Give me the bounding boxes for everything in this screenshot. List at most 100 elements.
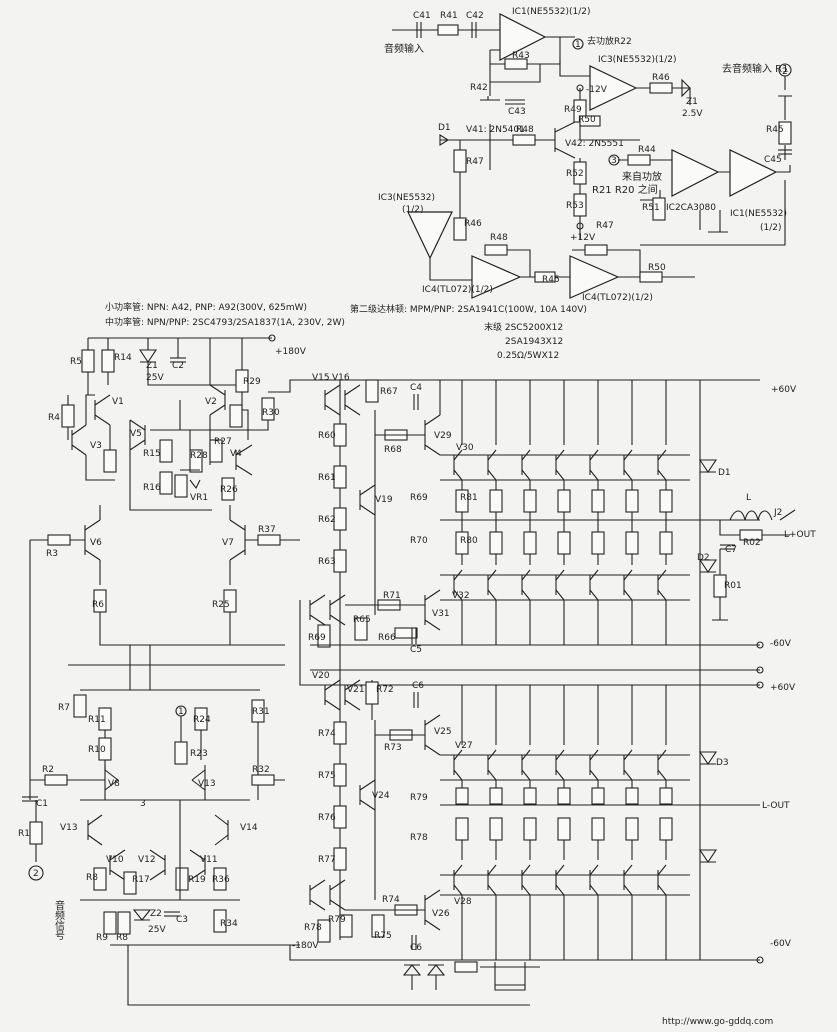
l-minus-out-label: L-OUT [762,801,790,811]
c3-label: C3 [176,915,188,925]
pos12v-label: +12V [570,233,596,243]
node-1-left-label: 1 [178,707,184,717]
c41-label: C41 [413,11,431,21]
output-transistor-lower [623,685,633,790]
c45-label: C45 [764,155,782,165]
output-stage [440,380,690,960]
r46-top-label: R46 [652,73,670,83]
r72-label: R72 [376,685,394,695]
r45-label: R45 [766,125,784,135]
v15-label: V15 [312,373,330,383]
output-transistor-lower-pnp [521,840,531,960]
v25-label: V25 [434,727,452,737]
final-stage-note: 末级 2SC5200X12 [484,321,563,333]
r23-label: R23 [190,749,208,759]
output-transistor-upper [487,380,497,490]
r7-label: R7 [58,703,70,713]
r47-b-label: R47 [596,221,614,231]
from-amp-location-label: R21 R20 之间 [592,183,658,196]
r37-label: R37 [258,525,276,535]
emitter-resistor [625,489,639,513]
ic3b-label: IC3(NE5532) [378,193,435,203]
emitter-resistor [557,787,571,805]
r45-b-label: R45 [542,275,560,285]
v26-label: V26 [432,909,450,919]
r49-label: R49 [564,105,582,115]
v12-label: V12 [138,855,156,865]
r01-label: R01 [724,581,742,591]
d3-label: D3 [716,758,729,768]
c4-label: C4 [410,383,422,393]
v10-label: V10 [106,855,124,865]
v7-label: V7 [222,538,234,548]
v5-label: V5 [130,429,142,439]
node-3-left-label: 3 [140,799,146,809]
r25-label: R25 [212,600,230,610]
output-transistor-lower-pnp [453,840,463,960]
r48-label: R48 [516,125,534,135]
v28-label: V28 [454,897,472,907]
z2-voltage-label: 25V [148,925,166,935]
output-transistor-lower [555,685,565,790]
ic3b-half-label: (1/2) [402,205,424,215]
d2-label: D2 [697,553,710,563]
vr1-label: VR1 [190,493,208,503]
output-transistor-upper [555,380,565,490]
r1-label: R1 [18,829,30,839]
node-2-left-label: 2 [33,869,39,879]
v19-label: V19 [375,495,393,505]
r46-b-label: R46 [464,219,482,229]
output-transistor-upper [623,380,633,490]
emitter-resistor [557,817,571,841]
c43-label: C43 [508,107,526,117]
emitter-resistor [489,489,503,513]
c1-label: C1 [36,799,48,809]
r69-label: R69 [410,493,428,503]
emitter-resistor [523,489,537,513]
audio-signal-label: 音频信号 [53,899,65,941]
r10-label: R10 [88,745,106,755]
v42-label: V42: 2N5551 [565,139,624,149]
r51-label: R51 [642,203,660,213]
emitter-resistor [523,787,537,805]
r32-label: R32 [252,765,270,775]
r26-label: R26 [220,485,238,495]
ic1b-label: IC1(NE5532) [730,209,787,219]
r79b-label: R79 [328,915,346,925]
r43-label: R43 [512,51,530,61]
r4-label: R4 [48,413,60,423]
ic1a-opamp-symbol [499,13,547,61]
to-amp-label: 去功放R22 [587,35,632,47]
node-2-top-label: 2 [782,67,788,77]
r5-label: R5 [70,357,82,367]
neg60-label: -60V [770,639,792,649]
v13-label: V13 [198,779,216,789]
r44-label: R44 [638,145,656,155]
z2-label: Z2 [150,909,162,919]
r28-label: R28 [190,451,208,461]
r70-label: R70 [410,536,428,546]
r71-label: R71 [383,591,401,601]
footer-url: http://www.go-gddq.com [662,1017,773,1027]
neg180-label: -180V [292,941,319,951]
output-transistor-upper [521,380,531,490]
r2-label: R2 [42,765,54,775]
emitter-resistor [489,787,503,805]
v16-label: V16 [332,373,350,383]
r68-label: R68 [384,445,402,455]
from-amp-label: 来自功放 [622,170,662,183]
emitter-resistor [591,531,605,555]
r34-label: R34 [220,919,238,929]
v3-label: V3 [90,441,102,451]
ic2-label: IC2CA3080 [666,203,716,213]
base-bus [440,454,690,896]
final-stage-pnp-note: 2SA1943X12 [505,337,563,347]
input-stage [22,334,530,1006]
r27-label: R27 [214,437,232,447]
r74b-label: R74 [382,895,400,905]
r41-label: R41 [440,11,458,21]
final-stage-resistor-note: 0.25Ω/5WX12 [497,351,559,361]
r42-label: R42 [470,83,488,93]
ic4b-label: IC4(TL072)(1/2) [582,293,653,303]
